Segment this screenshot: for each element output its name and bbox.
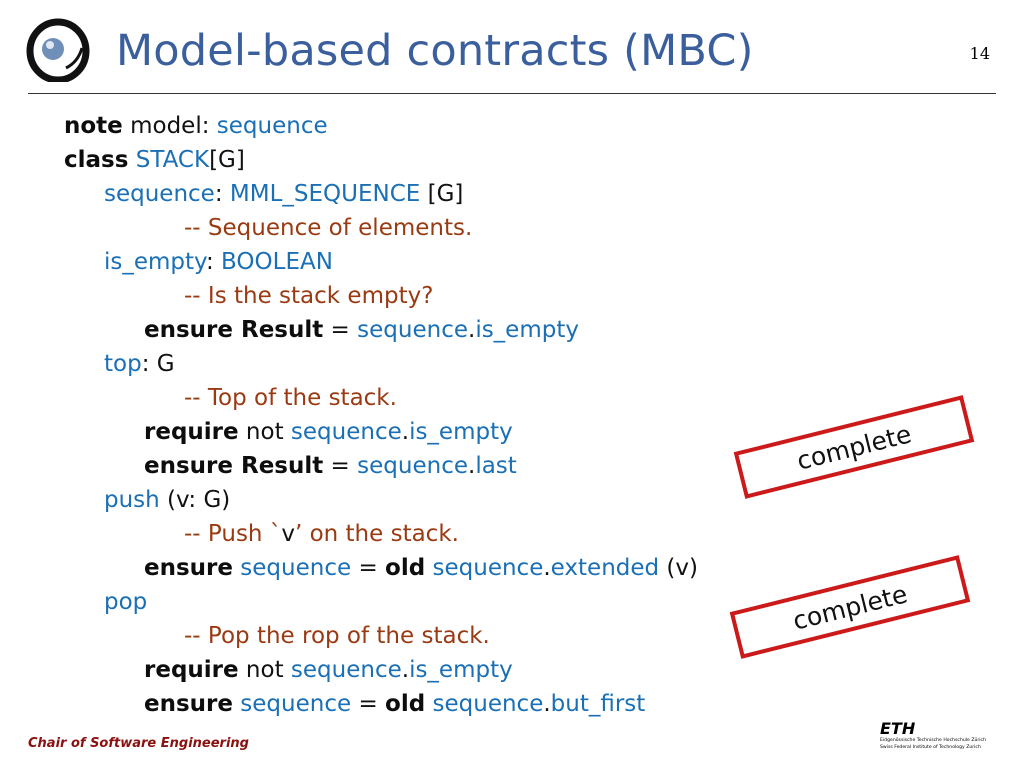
code-line: ensure sequence = old sequence.but_first	[64, 687, 698, 721]
code-line: class STACK[G]	[64, 143, 698, 177]
complete-stamp: complete	[733, 395, 975, 499]
comment: ’ on the stack.	[294, 521, 459, 547]
code-line: push (v: G)	[64, 483, 698, 517]
code-text: .	[401, 657, 410, 683]
chair-logo-icon	[26, 18, 90, 82]
code-listing: note model: sequence class STACK[G] sequ…	[64, 109, 698, 721]
code-text: (v: G)	[159, 487, 231, 513]
identifier: BOOLEAN	[221, 249, 333, 275]
identifier: sequence	[240, 555, 352, 581]
code-text: .	[468, 317, 476, 343]
keyword: ensure Result	[144, 453, 324, 479]
identifier: sequence	[216, 113, 328, 139]
code-text: (v)	[659, 555, 698, 581]
comment: -- Sequence of elements.	[184, 215, 473, 241]
code-text: .	[468, 453, 476, 479]
code-text: [G]	[420, 181, 464, 207]
code-text: .	[401, 419, 410, 445]
code-line: ensure Result = sequence.last	[64, 449, 698, 483]
identifier: is_empty	[409, 657, 513, 683]
identifier: MML_SEQUENCE	[229, 181, 421, 207]
code-text: :	[214, 181, 230, 207]
code-text: =	[351, 691, 386, 717]
code-text: model:	[122, 113, 217, 139]
complete-stamp: complete	[729, 555, 971, 659]
code-line: ensure sequence = old sequence.extended …	[64, 551, 698, 585]
identifier: sequence	[432, 555, 544, 581]
keyword: old	[385, 691, 426, 717]
identifier: is_empty	[409, 419, 513, 445]
identifier: sequence	[357, 453, 468, 479]
keyword: note	[64, 113, 123, 139]
footer-text: Chair of Software Engineering	[28, 736, 249, 751]
code-line: top: G	[64, 347, 698, 381]
code-line: pop	[64, 585, 698, 619]
title-divider	[28, 93, 996, 94]
code-line: require not sequence.is_empty	[64, 415, 698, 449]
identifier: extended	[550, 555, 660, 581]
keyword: old	[385, 555, 426, 581]
comment: -- Top of the stack.	[184, 385, 397, 411]
identifier: top	[104, 351, 142, 377]
code-text	[128, 147, 135, 173]
code-line: ensure Result = sequence.is_empty	[64, 313, 698, 347]
code-text: =	[351, 555, 386, 581]
keyword: ensure Result	[144, 317, 324, 343]
identifier: is_empty	[104, 249, 206, 275]
identifier: is_empty	[475, 317, 579, 343]
identifier: sequence	[104, 181, 215, 207]
identifier: but_first	[550, 691, 646, 717]
identifier: push	[104, 487, 160, 513]
page-number: 14	[969, 44, 990, 63]
code-line: require not sequence.is_empty	[64, 653, 698, 687]
code-line: -- Push `v’ on the stack.	[64, 517, 698, 551]
code-text: .	[543, 691, 551, 717]
code-line: -- Pop the rop of the stack.	[64, 619, 698, 653]
eth-subtitle-line: Eidgenössische Technische Hochschule Zür…	[880, 738, 986, 743]
keyword: class	[64, 147, 129, 173]
code-line: -- Sequence of elements.	[64, 211, 698, 245]
keyword: require	[144, 657, 239, 683]
code-line: note model: sequence	[64, 109, 698, 143]
code-text: .	[543, 555, 551, 581]
comment: -- Pop the rop of the stack.	[184, 623, 490, 649]
slide-title: Model-based contracts (MBC)	[116, 26, 754, 76]
code-text	[425, 691, 432, 717]
keyword: require	[144, 419, 239, 445]
code-text: v	[281, 521, 295, 547]
identifier: sequence	[290, 419, 402, 445]
identifier: sequence	[357, 317, 468, 343]
code-text: not	[238, 419, 291, 445]
identifier: sequence	[432, 691, 544, 717]
code-text: [G]	[209, 147, 245, 173]
identifier: STACK	[135, 147, 210, 173]
code-line: -- Top of the stack.	[64, 381, 698, 415]
code-text: =	[323, 453, 358, 479]
code-text	[425, 555, 432, 581]
identifier: sequence	[240, 691, 352, 717]
code-text: not	[238, 657, 291, 683]
comment: -- Is the stack empty?	[184, 283, 434, 309]
code-text: =	[323, 317, 358, 343]
code-line: -- Is the stack empty?	[64, 279, 698, 313]
code-line: is_empty: BOOLEAN	[64, 245, 698, 279]
identifier: pop	[104, 589, 148, 615]
comment: -- Push `	[184, 521, 282, 547]
keyword: ensure	[144, 691, 233, 717]
eth-mark: ETH	[880, 719, 916, 738]
code-text: : G	[141, 351, 175, 377]
code-line: sequence: MML_SEQUENCE [G]	[64, 177, 698, 211]
identifier: last	[475, 453, 517, 479]
identifier: sequence	[290, 657, 402, 683]
eth-subtitle-line: Swiss Federal Institute of Technology Zu…	[880, 745, 981, 750]
code-text: :	[205, 249, 222, 275]
eth-logo: ETH Eidgenössische Technische Hochschule…	[880, 719, 1000, 753]
keyword: ensure	[144, 555, 233, 581]
